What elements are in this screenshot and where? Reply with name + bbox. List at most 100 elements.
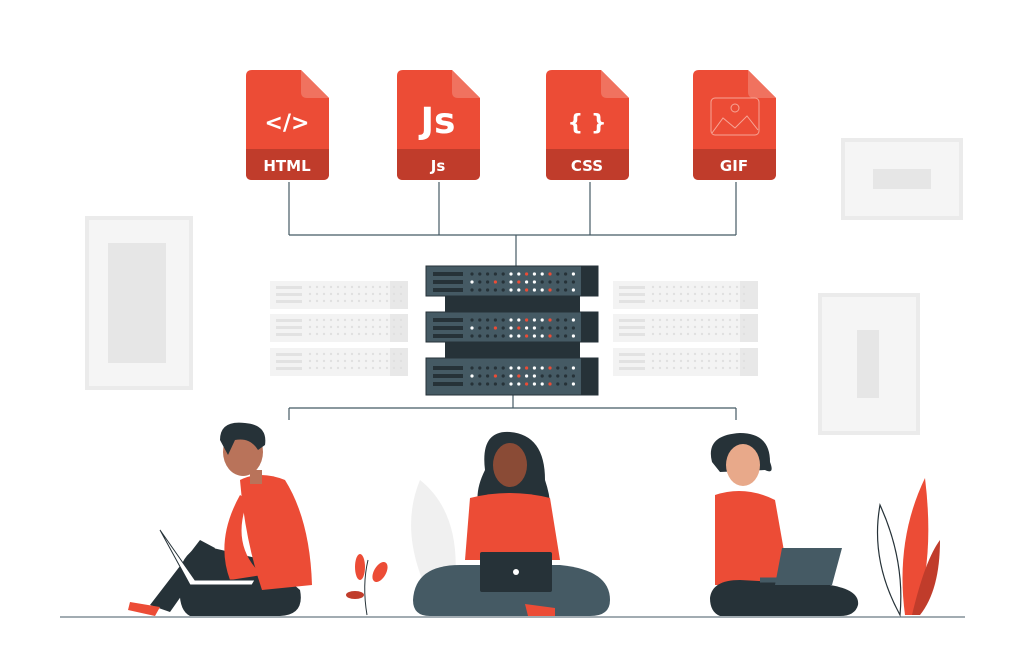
status-led — [501, 382, 505, 386]
status-led — [470, 326, 474, 330]
status-led — [501, 288, 505, 292]
status-led — [478, 334, 482, 338]
status-led — [509, 382, 513, 386]
status-led — [486, 280, 490, 284]
status-led — [556, 288, 560, 292]
status-led — [493, 334, 497, 338]
status-led — [470, 272, 474, 276]
status-led — [532, 318, 537, 322]
status-led — [525, 334, 529, 338]
status-led — [548, 366, 552, 370]
status-led — [486, 272, 490, 276]
status-led — [556, 366, 560, 370]
status-led — [478, 374, 482, 378]
status-led — [548, 272, 552, 276]
file-label: HTML — [263, 157, 311, 175]
status-led — [548, 374, 552, 378]
status-led — [532, 280, 537, 284]
status-led — [525, 288, 529, 292]
status-led — [571, 272, 576, 276]
status-led — [501, 334, 505, 338]
status-led — [532, 374, 537, 378]
status-led — [493, 318, 497, 322]
status-led — [493, 326, 497, 330]
status-led — [540, 280, 544, 284]
status-led — [525, 272, 529, 276]
code-icon: </> — [265, 111, 310, 136]
status-led — [493, 280, 497, 284]
status-led — [556, 382, 560, 386]
status-led — [517, 382, 521, 386]
status-led — [548, 280, 552, 284]
plant-left — [346, 554, 388, 616]
status-led — [571, 334, 576, 338]
background-frames — [85, 138, 963, 435]
status-led — [564, 374, 568, 378]
status-led — [548, 288, 552, 292]
status-led — [540, 366, 544, 370]
status-led — [532, 288, 537, 292]
status-led — [556, 280, 560, 284]
status-led — [486, 382, 490, 386]
status-led — [478, 288, 482, 292]
person-woman-right-with-laptop — [710, 433, 859, 616]
status-led — [571, 382, 576, 386]
status-led — [525, 318, 529, 322]
server-unit — [425, 342, 599, 396]
status-led — [470, 318, 474, 322]
file-gif[interactable]: GIF — [693, 70, 776, 180]
status-led — [540, 374, 544, 378]
image-icon — [710, 97, 760, 136]
status-led — [540, 288, 544, 292]
ghost-servers — [270, 281, 758, 376]
status-led — [564, 318, 568, 322]
status-led — [571, 288, 576, 292]
status-led — [556, 272, 560, 276]
status-led — [548, 382, 552, 386]
status-led — [493, 374, 497, 378]
status-led — [486, 334, 490, 338]
person-woman-center-with-laptop — [413, 431, 610, 616]
status-led — [478, 280, 482, 284]
file-html[interactable]: HTML </> — [246, 70, 329, 180]
status-led — [540, 326, 544, 330]
braces-icon: { } — [568, 111, 607, 136]
file-css[interactable]: CSS{ } — [546, 70, 629, 180]
status-led — [501, 366, 505, 370]
status-led — [509, 366, 513, 370]
status-led — [532, 334, 537, 338]
status-led — [493, 366, 497, 370]
status-led — [509, 374, 513, 378]
status-led — [540, 318, 544, 322]
server-rack — [425, 265, 599, 396]
status-led — [486, 288, 490, 292]
status-led — [509, 280, 513, 284]
status-led — [501, 280, 505, 284]
status-led — [564, 272, 568, 276]
status-led — [478, 272, 482, 276]
status-led — [517, 366, 521, 370]
status-led — [564, 288, 568, 292]
status-led — [532, 366, 537, 370]
status-led — [470, 366, 474, 370]
status-led — [564, 382, 568, 386]
status-led — [548, 326, 552, 330]
status-led — [556, 318, 560, 322]
status-led — [571, 318, 576, 322]
server-unit — [425, 296, 599, 343]
server-unit — [425, 265, 599, 297]
status-led — [548, 318, 552, 322]
status-led — [517, 334, 521, 338]
status-led — [556, 326, 560, 330]
status-led — [571, 366, 576, 370]
status-led — [478, 382, 482, 386]
status-led — [493, 382, 497, 386]
status-led — [501, 272, 505, 276]
connector-lines — [288, 182, 737, 420]
status-led — [571, 326, 576, 330]
status-led — [517, 288, 521, 292]
